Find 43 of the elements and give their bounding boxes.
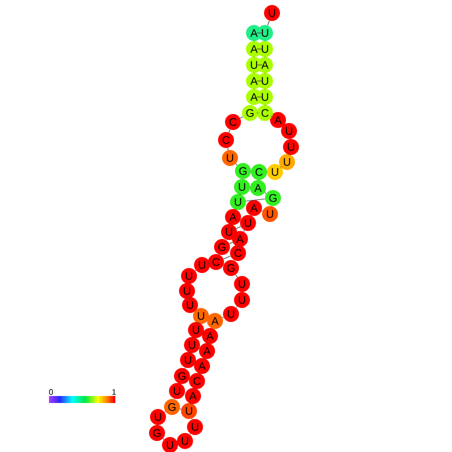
node-label: U xyxy=(226,228,232,236)
node-label: U xyxy=(262,45,268,53)
backbone-line xyxy=(208,262,210,264)
backbone-line xyxy=(264,192,267,194)
scale-label: 1 xyxy=(112,389,116,395)
backbone-line xyxy=(267,20,270,26)
node-label: A xyxy=(250,93,258,101)
base-pair-line xyxy=(229,242,233,244)
node-label: U xyxy=(262,93,268,101)
base-pair-line xyxy=(223,256,231,260)
node-label: A xyxy=(211,317,219,325)
base-pair-line xyxy=(202,332,204,334)
scale-label: 0 xyxy=(49,389,53,395)
base-pair-line xyxy=(256,112,259,114)
backbone-line xyxy=(238,244,240,248)
base-pair-line xyxy=(256,96,263,98)
node-label: U xyxy=(262,29,268,37)
backbone-line xyxy=(188,296,190,300)
base-pair-line xyxy=(246,198,266,202)
node-label: A xyxy=(250,77,258,85)
backbone-line xyxy=(240,116,244,119)
backbone-line xyxy=(270,116,273,118)
node-label: A xyxy=(250,45,258,53)
base-pair-line xyxy=(256,48,263,50)
node-label: U xyxy=(262,77,268,85)
backbone-line xyxy=(236,306,238,308)
backbone-line xyxy=(162,438,164,440)
base-pair-line xyxy=(236,226,241,229)
base-pair-line xyxy=(256,32,263,34)
backbone-line xyxy=(228,129,230,133)
backbone-line xyxy=(198,322,200,324)
base-pair-line xyxy=(194,362,196,364)
backbone-line xyxy=(243,230,245,232)
base-pair-line xyxy=(256,80,263,82)
backbone-line xyxy=(227,148,229,150)
base-pair-line xyxy=(256,64,263,66)
node-label: A xyxy=(236,235,244,243)
node-label: A xyxy=(250,29,258,37)
node-label: U xyxy=(198,312,204,320)
backbone-line xyxy=(235,163,238,166)
node-label: U xyxy=(250,61,258,69)
backbone-line xyxy=(235,274,238,278)
node-label: A xyxy=(261,61,269,69)
